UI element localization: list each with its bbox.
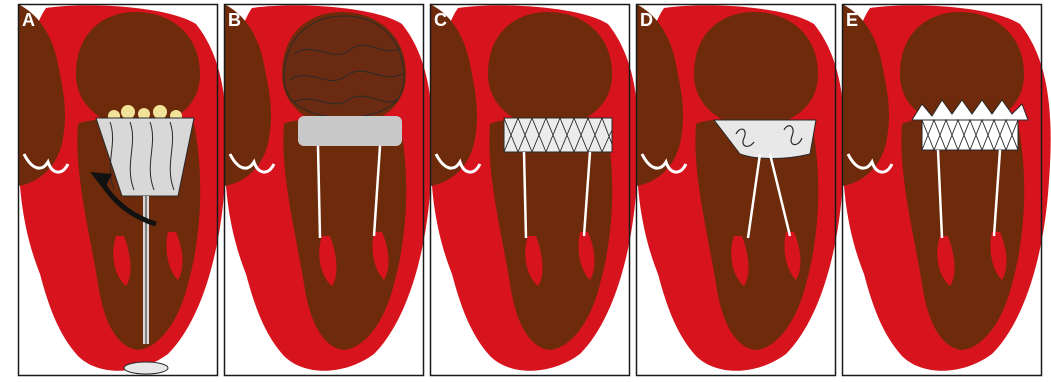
panel-label-d: D (640, 10, 653, 30)
sealing-ring (298, 116, 402, 146)
panel-c: C (430, 4, 639, 376)
panel-e: E (842, 4, 1051, 376)
panel-b: B (224, 4, 433, 376)
mesh-stent (504, 118, 612, 152)
atrial-cage (284, 16, 404, 118)
panel-label-b: B (228, 10, 241, 30)
panel-label-a: A (22, 10, 35, 30)
panel-label-e: E (846, 10, 858, 30)
panel-a: A (18, 4, 227, 376)
panel-label-c: C (434, 10, 447, 30)
panel-d: D (636, 4, 845, 376)
